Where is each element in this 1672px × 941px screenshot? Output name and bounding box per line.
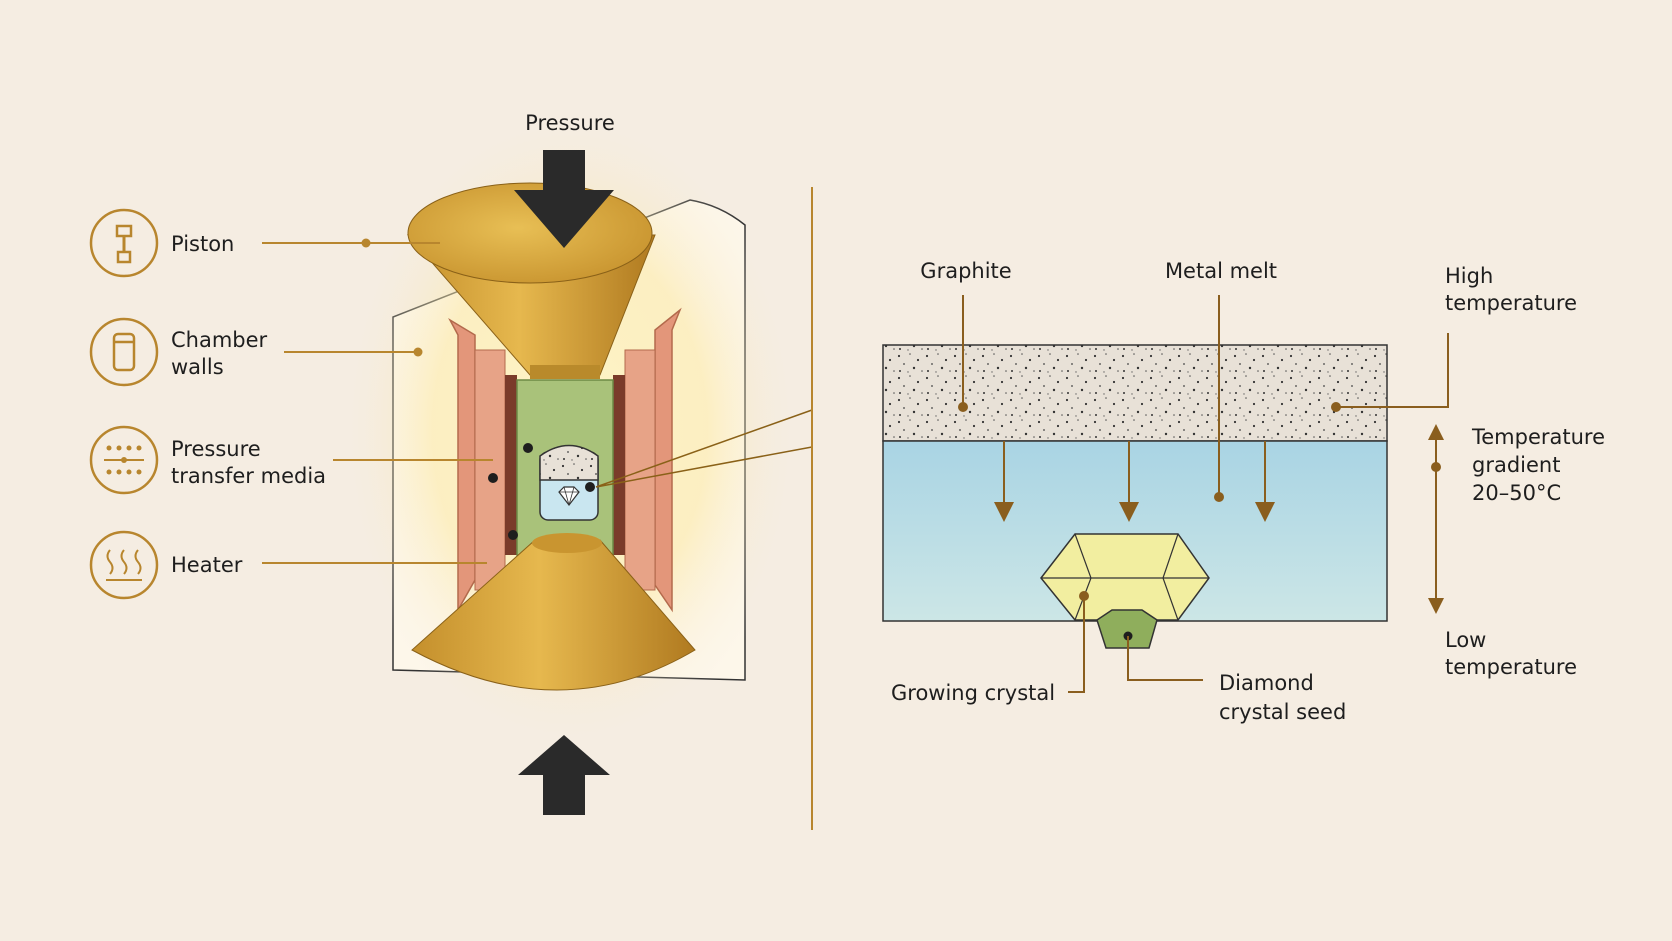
copper-inner-right [624, 349, 656, 591]
piston-legend: Piston [89, 208, 440, 278]
pressure-arrow-bottom [518, 735, 610, 815]
diamond-icon [558, 486, 580, 506]
piston-icon [89, 208, 159, 278]
pressure-label: Pressure [525, 111, 615, 135]
seed-label-2: crystal seed [1219, 700, 1346, 724]
zoom-lines [595, 409, 813, 488]
heater-layer-left [505, 375, 517, 555]
metal-melt-label: Metal melt [1165, 259, 1277, 283]
chamber-label-2: walls [171, 355, 224, 379]
chamber-icon [89, 317, 159, 387]
heater-legend: Heater [89, 530, 487, 600]
media-dot-1 [523, 443, 533, 453]
media-label-2: transfer media [171, 464, 326, 488]
chamber-label-1: Chamber [171, 328, 268, 352]
copper-inner-left [474, 349, 506, 591]
low-temp-label-1: Low [1445, 628, 1486, 652]
bottom-piston-top [532, 533, 602, 553]
low-temp-label-2: temperature [1445, 655, 1577, 679]
gradient-label-2: gradient [1472, 453, 1560, 477]
piston-neck [530, 365, 600, 379]
copper-wall-right [654, 307, 682, 613]
capsule-graphite [539, 444, 599, 481]
pressure-arrow-top [514, 150, 614, 248]
heater-layer-right [613, 375, 625, 555]
dots-icon [89, 425, 159, 495]
heater-dot [508, 530, 518, 540]
capsule-dot [585, 482, 595, 492]
growth-cell [882, 295, 1449, 693]
seed-label-1: Diamond [1219, 671, 1314, 695]
gradient-label-1: Temperature [1471, 425, 1605, 449]
heat-icon [89, 530, 159, 600]
media-legend: Pressure transfer media [89, 425, 493, 495]
chamber-legend: Chamber walls [89, 317, 423, 387]
press-assembly [340, 110, 800, 815]
gradient-label-3: 20–50°C [1472, 481, 1561, 505]
piston-label: Piston [171, 232, 234, 256]
high-temp-label-2: temperature [1445, 291, 1577, 315]
heater-label: Heater [171, 553, 243, 577]
graphite-label: Graphite [920, 259, 1011, 283]
media-label-1: Pressure [171, 437, 261, 461]
bottom-piston [411, 539, 696, 691]
media-dot-2 [488, 473, 498, 483]
high-temp-label-1: High [1445, 264, 1493, 288]
growing-crystal [1040, 533, 1210, 621]
growing-crystal-label: Growing crystal [891, 681, 1055, 705]
copper-wall-left [448, 317, 476, 613]
diamond-seed [1096, 609, 1158, 649]
graphite-layer [882, 344, 1388, 442]
